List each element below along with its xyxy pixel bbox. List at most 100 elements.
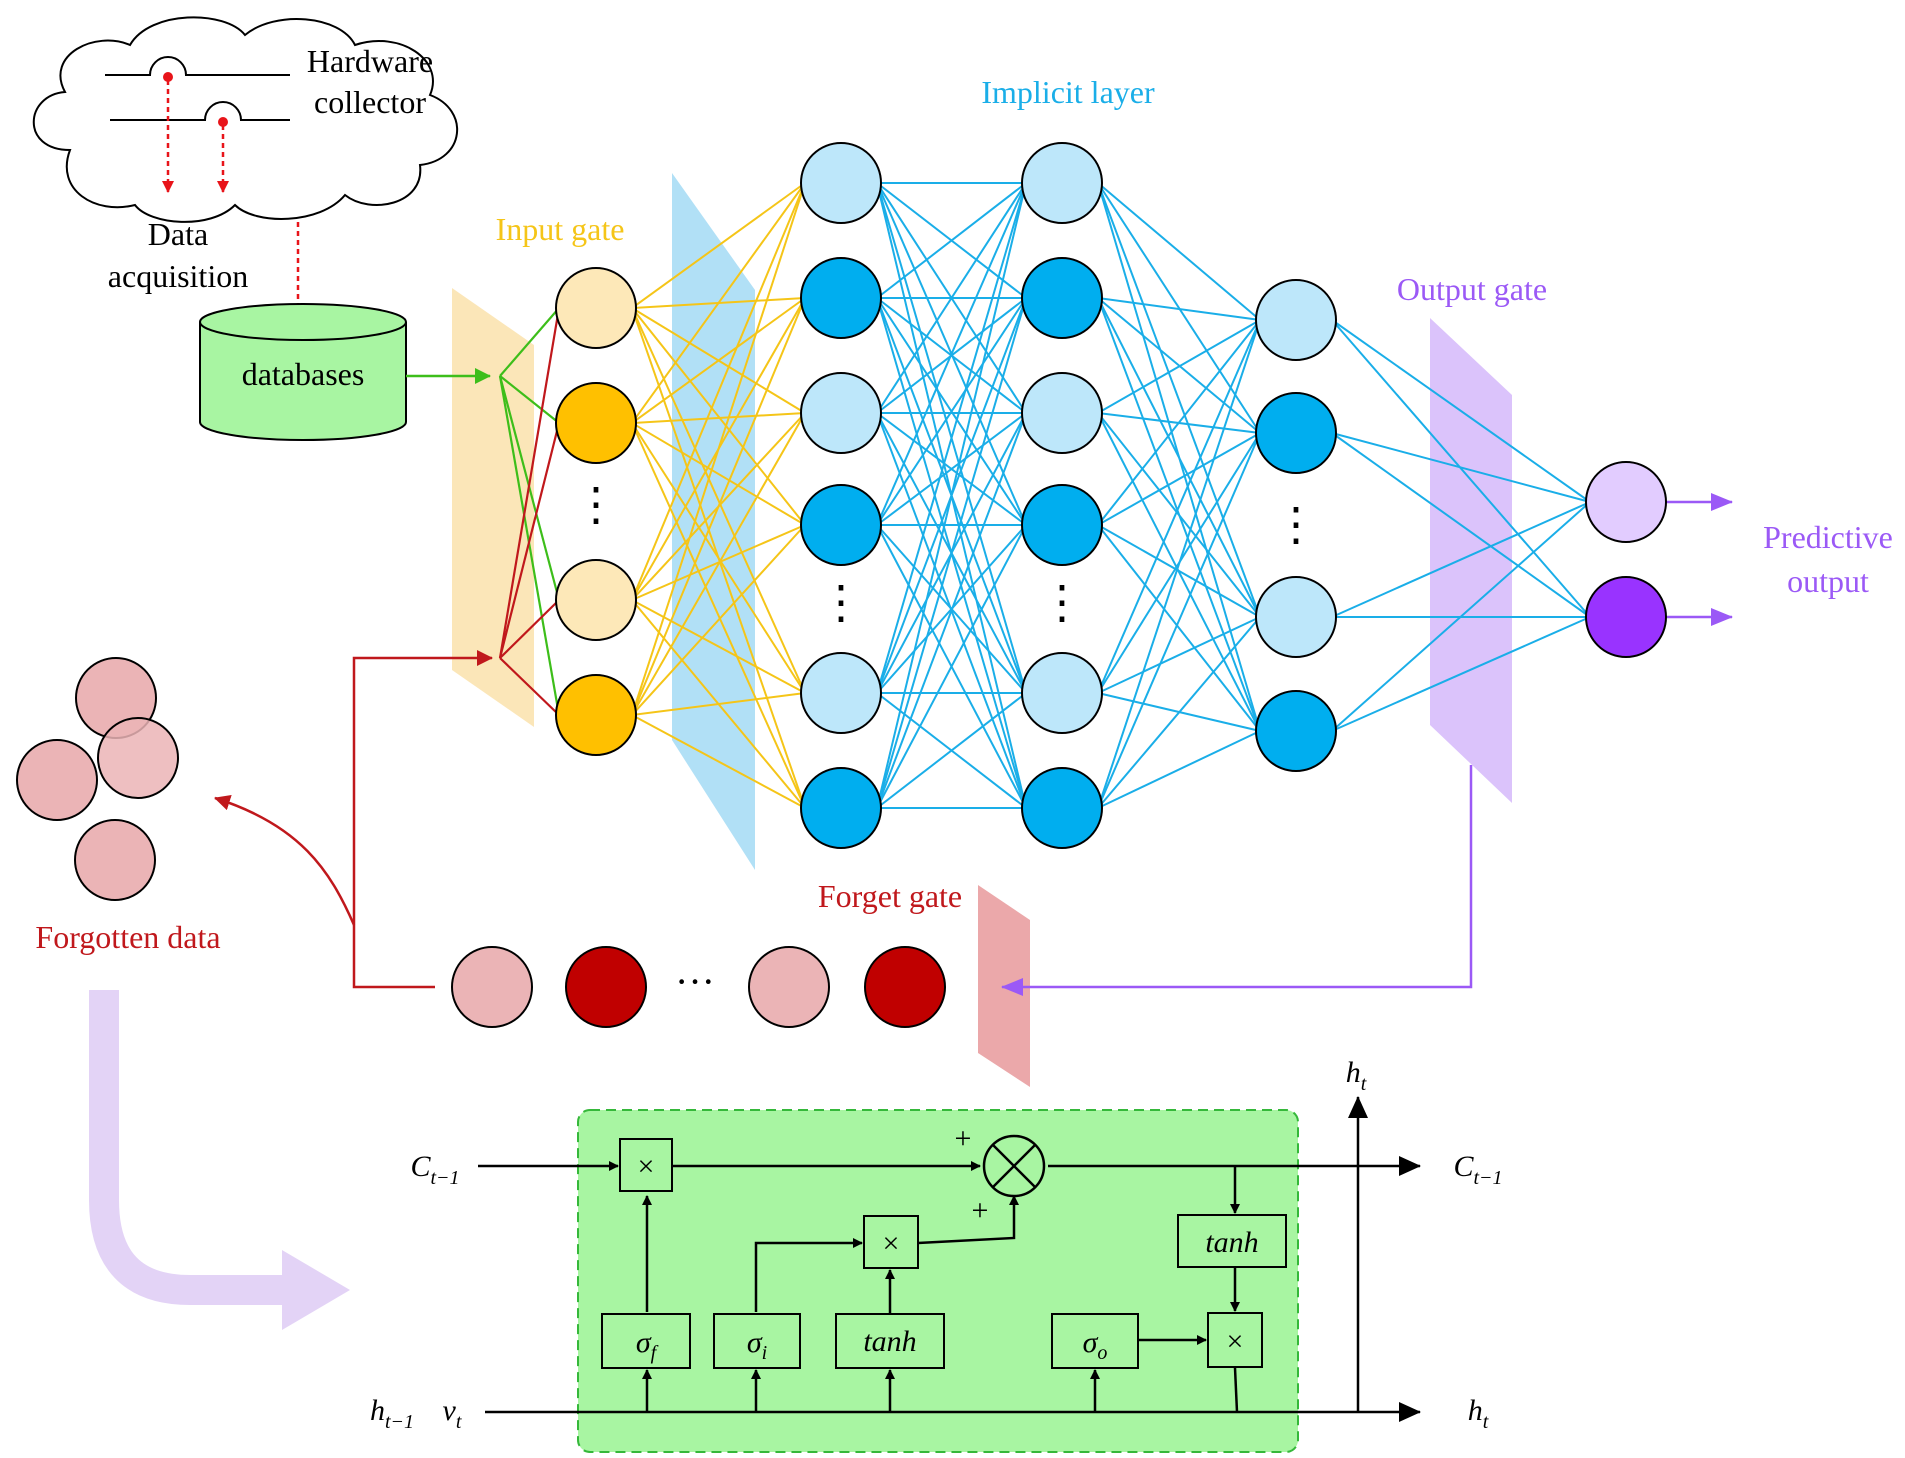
input-node <box>555 382 637 464</box>
input-multiply-box <box>863 1215 919 1269</box>
hidden2-node <box>1021 484 1103 566</box>
connection-line <box>1097 182 1261 618</box>
hardware-label-line2: collector <box>314 84 426 120</box>
sigma-o-box <box>1051 1313 1139 1369</box>
hidden2-node <box>1021 767 1103 849</box>
tanh-output-label: tanh <box>1205 1226 1258 1259</box>
input-gate-label: Input gate <box>496 211 625 247</box>
h-top-label: ht <box>1346 1056 1367 1095</box>
hidden1-node <box>800 652 882 734</box>
output-feedback-path <box>1001 765 1473 996</box>
hidden3-node <box>1255 576 1337 658</box>
output-gate-label: Output gate <box>1397 271 1547 307</box>
connection-line <box>631 182 806 424</box>
v-input-label: vt <box>443 1394 462 1433</box>
connection-line <box>631 307 806 694</box>
forget-feedback-path <box>214 650 493 989</box>
connection-line <box>1097 319 1261 414</box>
connection-line <box>631 297 806 424</box>
connection-line <box>631 422 806 809</box>
hidden3-node <box>1255 279 1337 361</box>
connection-line <box>499 657 560 716</box>
forget-gate-label: Forget gate <box>818 878 962 914</box>
connection-line <box>1097 412 1261 618</box>
plus-top: + <box>955 1122 972 1155</box>
connection-line <box>876 182 1027 694</box>
hardware-collector-cloud <box>32 16 458 223</box>
connection-line <box>631 422 806 694</box>
implicit-layer-label: Implicit layer <box>981 74 1155 110</box>
connection-line <box>876 182 1027 526</box>
tanh-output-box <box>1177 1214 1287 1268</box>
output-node <box>1585 461 1667 543</box>
connection-line <box>631 422 806 526</box>
connection-line <box>499 307 560 377</box>
connection-line <box>876 692 1027 809</box>
connection-line <box>1097 319 1261 526</box>
connection-line <box>498 307 561 659</box>
forgotten-data-cluster <box>16 657 179 901</box>
hidden2-node <box>1021 372 1103 454</box>
c-prev-input-label: Ct−1 <box>410 1150 459 1189</box>
database-cylinder <box>199 303 407 441</box>
network-connections <box>498 182 1591 809</box>
hidden1-node <box>800 484 882 566</box>
connection-line <box>631 307 806 526</box>
forget-node <box>451 946 533 1028</box>
output-multiply-box <box>1207 1312 1263 1368</box>
hidden1-ellipsis: ⋮ <box>818 577 864 628</box>
connection-line <box>631 692 806 716</box>
forget-node <box>748 946 830 1028</box>
hidden2-ellipsis: ⋮ <box>1039 577 1085 628</box>
sigma-f-box <box>601 1313 691 1369</box>
output-node <box>1585 576 1667 658</box>
connection-line <box>1097 524 1261 618</box>
c-output-label: Ct−1 <box>1453 1150 1502 1189</box>
connection-line <box>876 297 1027 526</box>
input-multiply-symbol: × <box>883 1227 900 1260</box>
h-output-label: ht <box>1468 1394 1489 1433</box>
connection-line <box>498 375 561 716</box>
connection-line <box>1097 319 1261 694</box>
connection-line <box>876 524 1027 809</box>
connection-line <box>876 182 1027 809</box>
hidden1-node <box>800 767 882 849</box>
databases-label: databases <box>242 356 365 392</box>
forget-ellipsis: ··· <box>675 959 715 1004</box>
connection-line <box>1097 616 1261 809</box>
predictive-output-label-line1: Predictive <box>1763 519 1893 555</box>
output-multiply-symbol: × <box>1227 1325 1244 1358</box>
connection-line <box>1097 432 1261 809</box>
connection-line <box>499 599 560 659</box>
hidden1-node <box>800 142 882 224</box>
input-node <box>555 559 637 641</box>
forget-node <box>565 946 647 1028</box>
connection-line <box>631 524 806 716</box>
lstm-cell: × × × + + σf σi σo tanh tanh Ct−1 Ct−1 h… <box>370 1056 1503 1453</box>
connection-line <box>1097 297 1261 321</box>
connection-line <box>631 297 806 716</box>
input-node <box>555 674 637 756</box>
connection-line <box>631 182 806 309</box>
connection-line <box>1097 524 1261 732</box>
connection-line <box>1331 432 1591 618</box>
sigma-i-label: σi <box>747 1326 767 1364</box>
connection-line <box>1097 319 1261 809</box>
input-gate-plane <box>452 288 534 727</box>
connection-line <box>631 599 806 694</box>
forget-node <box>864 946 946 1028</box>
connection-line <box>876 297 1027 809</box>
connection-line <box>1097 616 1261 694</box>
connection-line <box>1331 319 1591 503</box>
implicit-plane <box>672 173 755 870</box>
sigma-i-box <box>713 1313 801 1369</box>
hidden3-ellipsis: ⋮ <box>1273 499 1319 550</box>
tanh-input-label: tanh <box>863 1325 916 1358</box>
hidden2-node <box>1021 652 1103 734</box>
connection-line <box>1097 182 1261 321</box>
forgotten-data-label: Forgotten data <box>35 919 220 955</box>
plus-bottom: + <box>972 1194 989 1227</box>
connection-line <box>631 412 806 424</box>
connection-line <box>876 182 1027 414</box>
output-gate-plane <box>1430 318 1512 803</box>
